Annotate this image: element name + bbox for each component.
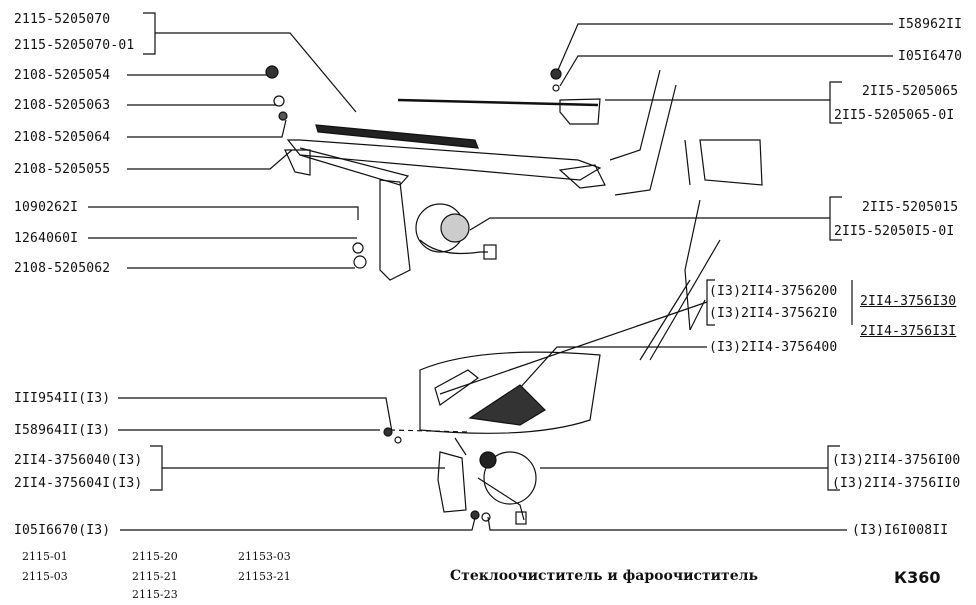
part-label-1090262I: 1090262I — [14, 200, 79, 215]
part-label-2II4-3756040: 2II4-3756040(I3) — [14, 453, 143, 468]
part-label-3756200: (I3)2II4-3756200 — [709, 284, 838, 299]
part-label-2108-5205055: 2108-5205055 — [14, 162, 111, 177]
part-label-2108-5205054: 2108-5205054 — [14, 68, 111, 83]
model-code: 2115-20 — [132, 550, 178, 563]
part-label-2II5-5205065: 2II5-5205065 — [862, 84, 959, 99]
model-code: 2115-01 — [22, 550, 68, 563]
part-label-I58964II: I58964II(I3) — [14, 423, 111, 438]
page-code: К360 — [894, 568, 941, 587]
model-code: 2115-23 — [132, 588, 178, 601]
part-label-2II4-3756I3I: 2II4-3756I3I — [860, 324, 957, 339]
part-label-2108-5205063: 2108-5205063 — [14, 98, 111, 113]
model-code: 21153-21 — [238, 570, 291, 583]
part-label-2108-5205064: 2108-5205064 — [14, 130, 111, 145]
part-label-I58962II: I58962II — [898, 17, 963, 32]
part-label-37562I0: (I3)2II4-37562I0 — [709, 306, 838, 321]
part-label-2II5-5205015: 2II5-5205015 — [862, 200, 959, 215]
part-label-2115-5205070: 2115-5205070 — [14, 12, 111, 27]
part-label-2II5-5205065-0I: 2II5-5205065-0I — [834, 108, 955, 123]
part-label-3756400: (I3)2II4-3756400 — [709, 340, 838, 355]
part-label-I05I6470: I05I6470 — [898, 49, 963, 64]
part-label-I05I6670: I05I6670(I3) — [14, 523, 111, 538]
part-label-3756II0: (I3)2II4-3756II0 — [832, 476, 961, 491]
part-label-2II4-375604I: 2II4-375604I(I3) — [14, 476, 143, 491]
part-label-III954II: III954II(I3) — [14, 391, 111, 406]
model-code: 21153-03 — [238, 550, 291, 563]
part-label-I6I008II: (I3)I6I008II — [852, 523, 949, 538]
model-code: 2115-21 — [132, 570, 178, 583]
part-label-3756I00: (I3)2II4-3756I00 — [832, 453, 961, 468]
part-label-2II4-3756I30: 2II4-3756I30 — [860, 294, 957, 309]
page-title: Стеклоочиститель и фароочиститель — [450, 568, 759, 584]
part-label-2II5-52050I5-0I: 2II5-52050I5-0I — [834, 224, 955, 239]
part-label-1264060I: 1264060I — [14, 231, 79, 246]
part-label-2108-5205062: 2108-5205062 — [14, 261, 111, 276]
model-code: 2115-03 — [22, 570, 68, 583]
part-label-2115-5205070-01: 2115-5205070-01 — [14, 38, 135, 53]
